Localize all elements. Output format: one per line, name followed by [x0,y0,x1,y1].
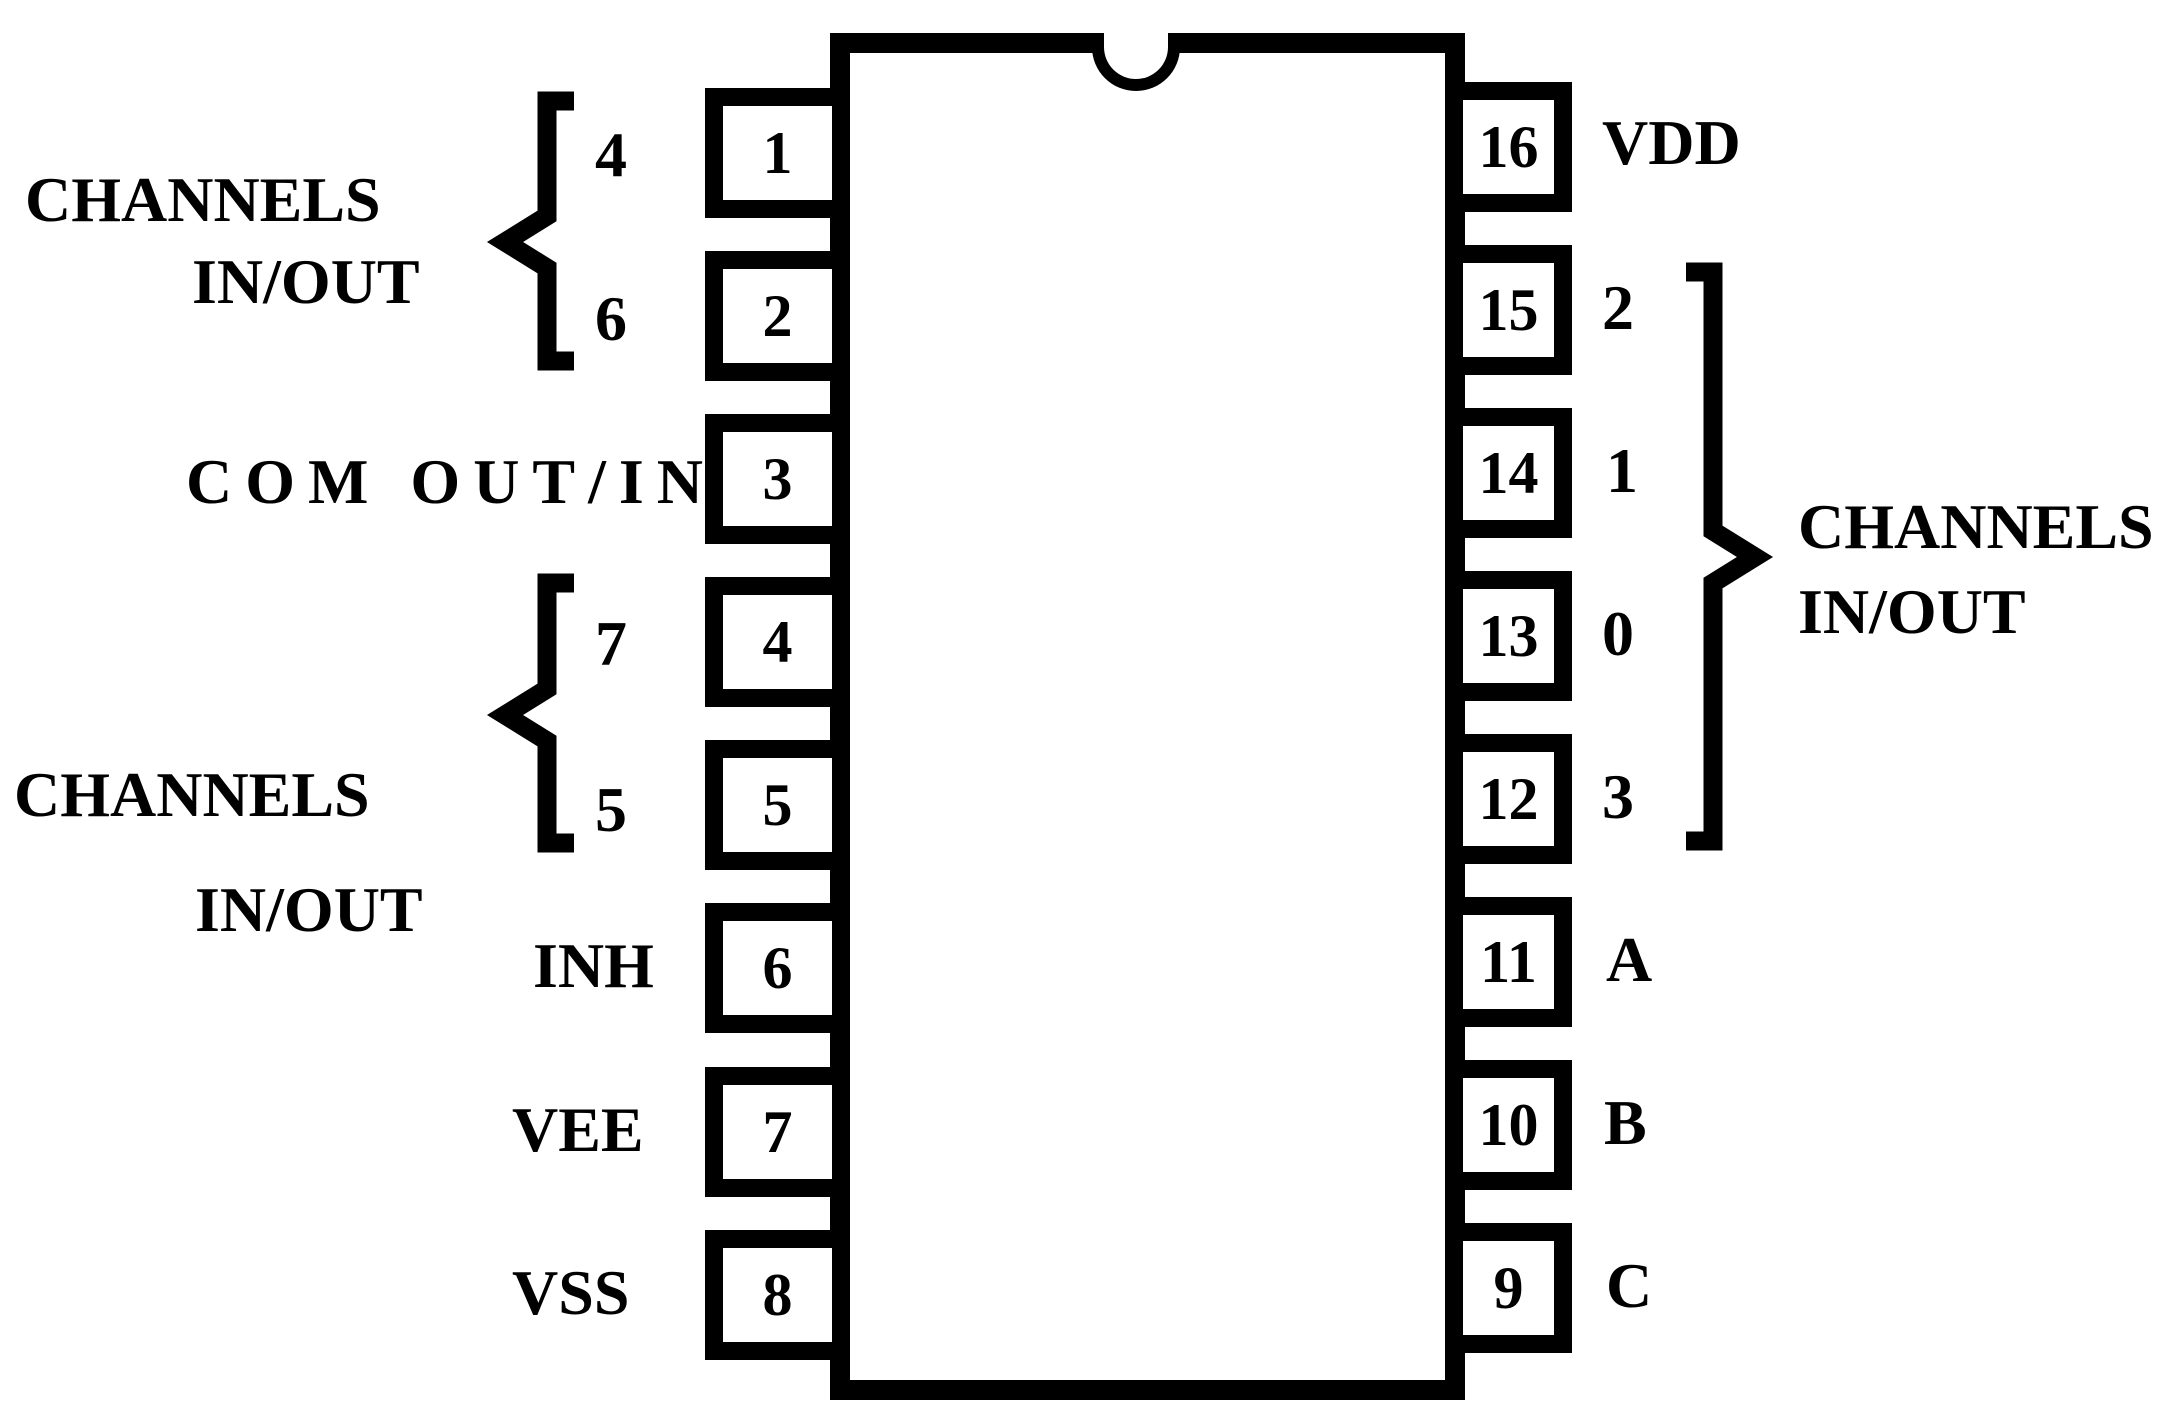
pin-9-label: C [1606,1250,1653,1321]
pin-11-box: 11 [1445,897,1572,1027]
pin-2-label: 6 [595,283,627,354]
pin-13-label: 0 [1602,598,1634,669]
pin-14-box: 14 [1445,408,1572,538]
pin-1-box: 1 [705,88,850,218]
pin-15-number: 15 [1478,277,1539,343]
pin-6-number: 6 [762,935,793,1001]
group-left-top-line2: IN/OUT [192,246,420,317]
pin-6-box: 6 [705,903,850,1033]
pin-11-label: A [1606,924,1653,995]
pin-9-box: 9 [1445,1223,1572,1353]
pin-4-label: 7 [595,608,627,679]
pin-9-number: 9 [1493,1255,1524,1321]
pin-5-box: 5 [705,740,850,870]
pin-16-box: 16 [1445,82,1572,212]
brace-pins-4-5 [486,573,574,853]
pin-14-number: 14 [1478,440,1539,506]
group-left-top-line1: CHANNELS [25,164,381,235]
pin-8-box: 8 [705,1230,850,1360]
pin-4-box: 4 [705,577,850,707]
pin-7-label: VEE [512,1094,644,1165]
pin-3-label: COM OUT/IN [186,446,716,517]
pin-3-box: 3 [705,414,850,544]
pin-10-box: 10 [1445,1060,1572,1190]
pin-2-number: 2 [762,283,793,349]
group-right-line1: CHANNELS [1798,491,2154,562]
pin-12-number: 12 [1478,766,1539,832]
pin-8-number: 8 [762,1262,793,1328]
group-right-line2: IN/OUT [1798,576,2026,647]
pin-14-label: 1 [1606,435,1638,506]
pin-12-box: 12 [1445,734,1572,864]
group-left-middle-line2: IN/OUT [195,874,423,945]
pin-8-label: VSS [512,1257,630,1328]
pin-12-label: 3 [1602,761,1634,832]
pin-1-label: 4 [595,119,627,190]
pin-7-box: 7 [705,1067,850,1197]
pin-16-number: 16 [1478,114,1539,180]
pin-11-number: 11 [1480,929,1537,995]
pin-15-box: 15 [1445,245,1572,375]
pin-13-box: 13 [1445,571,1572,701]
pin-4-number: 4 [762,609,793,675]
brace-pins-15-12 [1686,262,1774,851]
pin-15-label: 2 [1602,272,1634,343]
brace-pins-1-2 [486,91,574,371]
pin-5-number: 5 [762,772,793,838]
pin-13-number: 13 [1478,603,1539,669]
pin-16-label: VDD [1602,107,1741,178]
ic-body [830,33,1465,1400]
pin-2-box: 2 [705,251,850,381]
pin-10-number: 10 [1478,1092,1539,1158]
group-left-middle-line1: CHANNELS [14,759,370,830]
pin-1-number: 1 [762,120,793,186]
pin-7-number: 7 [762,1099,793,1165]
pin-5-label: 5 [595,774,627,845]
pin-6-label: INH [533,930,654,1001]
pin-10-label: B [1604,1087,1647,1158]
pin-3-number: 3 [762,446,793,512]
